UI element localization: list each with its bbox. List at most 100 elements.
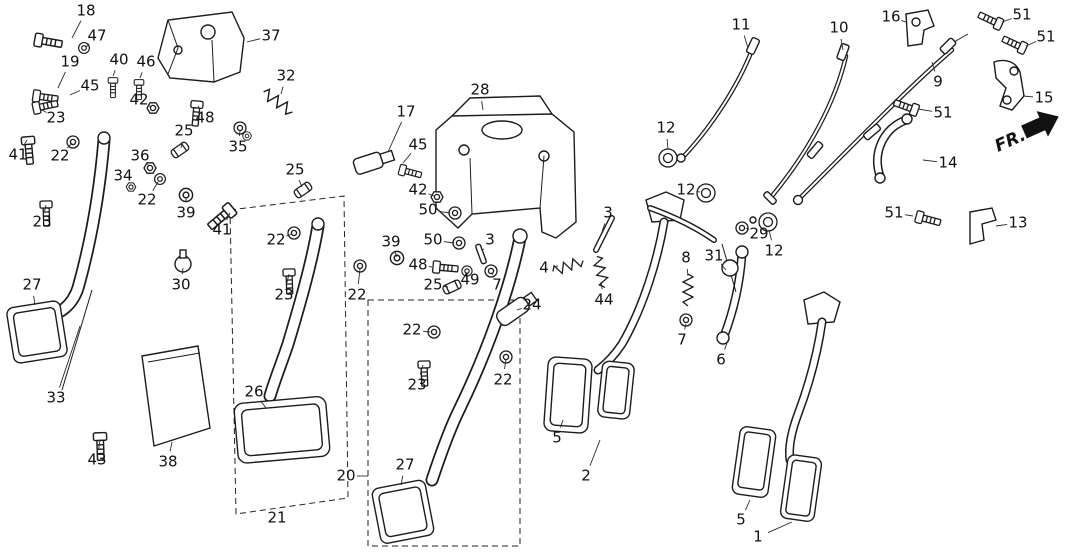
- part-callout-13: 13: [1008, 213, 1028, 232]
- part-callout-20: 20: [336, 466, 356, 485]
- part-callout-8: 8: [681, 248, 691, 267]
- accel-pad-5b: [731, 426, 777, 498]
- part-callout-45: 45: [80, 76, 100, 95]
- washer-22b: [154, 173, 166, 185]
- part-callout-22: 22: [493, 370, 513, 389]
- part-callout-45: 45: [408, 135, 428, 154]
- part-callout-23: 23: [32, 212, 52, 231]
- brake-pedal-pad-27: [371, 479, 435, 544]
- part-callout-28: 28: [470, 80, 490, 99]
- part-callout-15: 15: [1034, 88, 1054, 107]
- part-callout-30: 30: [171, 275, 191, 294]
- part-callout-51: 51: [1012, 5, 1032, 24]
- footrest-38: [141, 345, 211, 447]
- part-callout-18: 18: [76, 1, 96, 20]
- part-callout-47: 47: [87, 26, 107, 45]
- part-callout-50: 50: [423, 230, 443, 249]
- part-callout-3: 3: [603, 203, 613, 222]
- part-callout-38: 38: [158, 452, 178, 471]
- spring-32: [259, 86, 297, 118]
- leader-lines: [23, 18, 1037, 533]
- pin-3: [475, 243, 487, 265]
- part-callout-22: 22: [50, 146, 70, 165]
- part-callout-12: 12: [656, 118, 676, 137]
- bolt-51d: [913, 209, 943, 230]
- grommet-12b: [696, 183, 716, 203]
- part-callout-41: 41: [212, 220, 232, 239]
- part-callout-3: 3: [485, 230, 495, 249]
- part-callout-34: 34: [113, 166, 133, 185]
- part-callout-33: 33: [46, 388, 66, 407]
- part-callout-22: 22: [402, 320, 422, 339]
- part-callout-26: 26: [244, 382, 264, 401]
- part-callout-5: 5: [736, 510, 746, 529]
- part-callout-5: 5: [552, 428, 562, 447]
- part-callout-12: 12: [676, 180, 696, 199]
- part-callout-49: 49: [460, 270, 480, 289]
- washer-50b: [452, 236, 466, 250]
- part-callout-31: 31: [704, 246, 724, 265]
- part-callout-25: 25: [423, 275, 443, 294]
- part-callout-41: 41: [8, 145, 28, 164]
- part-callout-25: 25: [174, 121, 194, 140]
- part-callout-48: 48: [195, 108, 215, 127]
- part-callout-39: 39: [176, 203, 196, 222]
- part-callout-48: 48: [408, 255, 428, 274]
- part-callout-50: 50: [418, 200, 438, 219]
- accel-plate-2: [597, 360, 635, 420]
- part-callout-12: 12: [764, 241, 784, 260]
- part-callout-27: 27: [22, 275, 42, 294]
- part-callout-24: 24: [522, 295, 542, 314]
- cable-11: [681, 47, 755, 159]
- switch-24: [495, 291, 538, 327]
- cable-10: [769, 53, 849, 199]
- part-callout-43: 43: [87, 450, 107, 469]
- part-callout-7: 7: [677, 330, 687, 349]
- part-callout-2: 2: [581, 466, 591, 485]
- part-callout-51: 51: [933, 103, 953, 122]
- accel-pad-5: [543, 356, 593, 434]
- spring-8: [682, 273, 694, 307]
- pedal-pad-26: [233, 395, 331, 464]
- part-callout-29: 29: [749, 224, 769, 243]
- part-callout-22: 22: [266, 230, 286, 249]
- part-callout-21: 21: [267, 508, 287, 527]
- part-callout-11: 11: [731, 15, 751, 34]
- part-callout-22: 22: [137, 190, 157, 209]
- accel-plate-1: [779, 454, 823, 522]
- part-callout-7: 7: [492, 275, 502, 294]
- part-callout-42: 42: [408, 180, 428, 199]
- bolt-51a: [975, 8, 1005, 32]
- brake-bracket-28: [435, 113, 577, 239]
- fr-arrow-icon: [1021, 111, 1059, 139]
- nut-42: [146, 102, 160, 114]
- part-callout-32: 32: [276, 66, 296, 85]
- part-callout-51: 51: [884, 203, 904, 222]
- collar-25a: [169, 140, 191, 160]
- group-box-20: [367, 299, 521, 547]
- part-callout-9: 9: [933, 72, 943, 91]
- part-callout-23: 23: [46, 108, 66, 127]
- washer-50a: [448, 206, 462, 220]
- part-callout-51: 51: [1036, 27, 1056, 46]
- part-callout-25: 25: [285, 160, 305, 179]
- part-callout-17: 17: [396, 102, 416, 121]
- bolt-45: [397, 163, 424, 181]
- washer-22c: [287, 226, 301, 240]
- part-callout-22: 22: [347, 285, 367, 304]
- part-callout-23: 23: [407, 375, 427, 394]
- grommet-12a: [658, 148, 678, 168]
- part-callout-46: 46: [136, 52, 156, 71]
- bushing-39b: [389, 250, 405, 266]
- part-callout-10: 10: [829, 18, 849, 37]
- bolt-48b: [431, 260, 460, 276]
- part-callout-23: 23: [274, 285, 294, 304]
- part-callout-44: 44: [594, 290, 614, 309]
- part-callout-6: 6: [716, 350, 726, 369]
- bracket-15: [993, 59, 1025, 111]
- pedal-bracket-37: [157, 11, 245, 83]
- part-callout-19: 19: [60, 52, 80, 71]
- part-callout-4: 4: [539, 258, 549, 277]
- part-callout-14: 14: [938, 153, 958, 172]
